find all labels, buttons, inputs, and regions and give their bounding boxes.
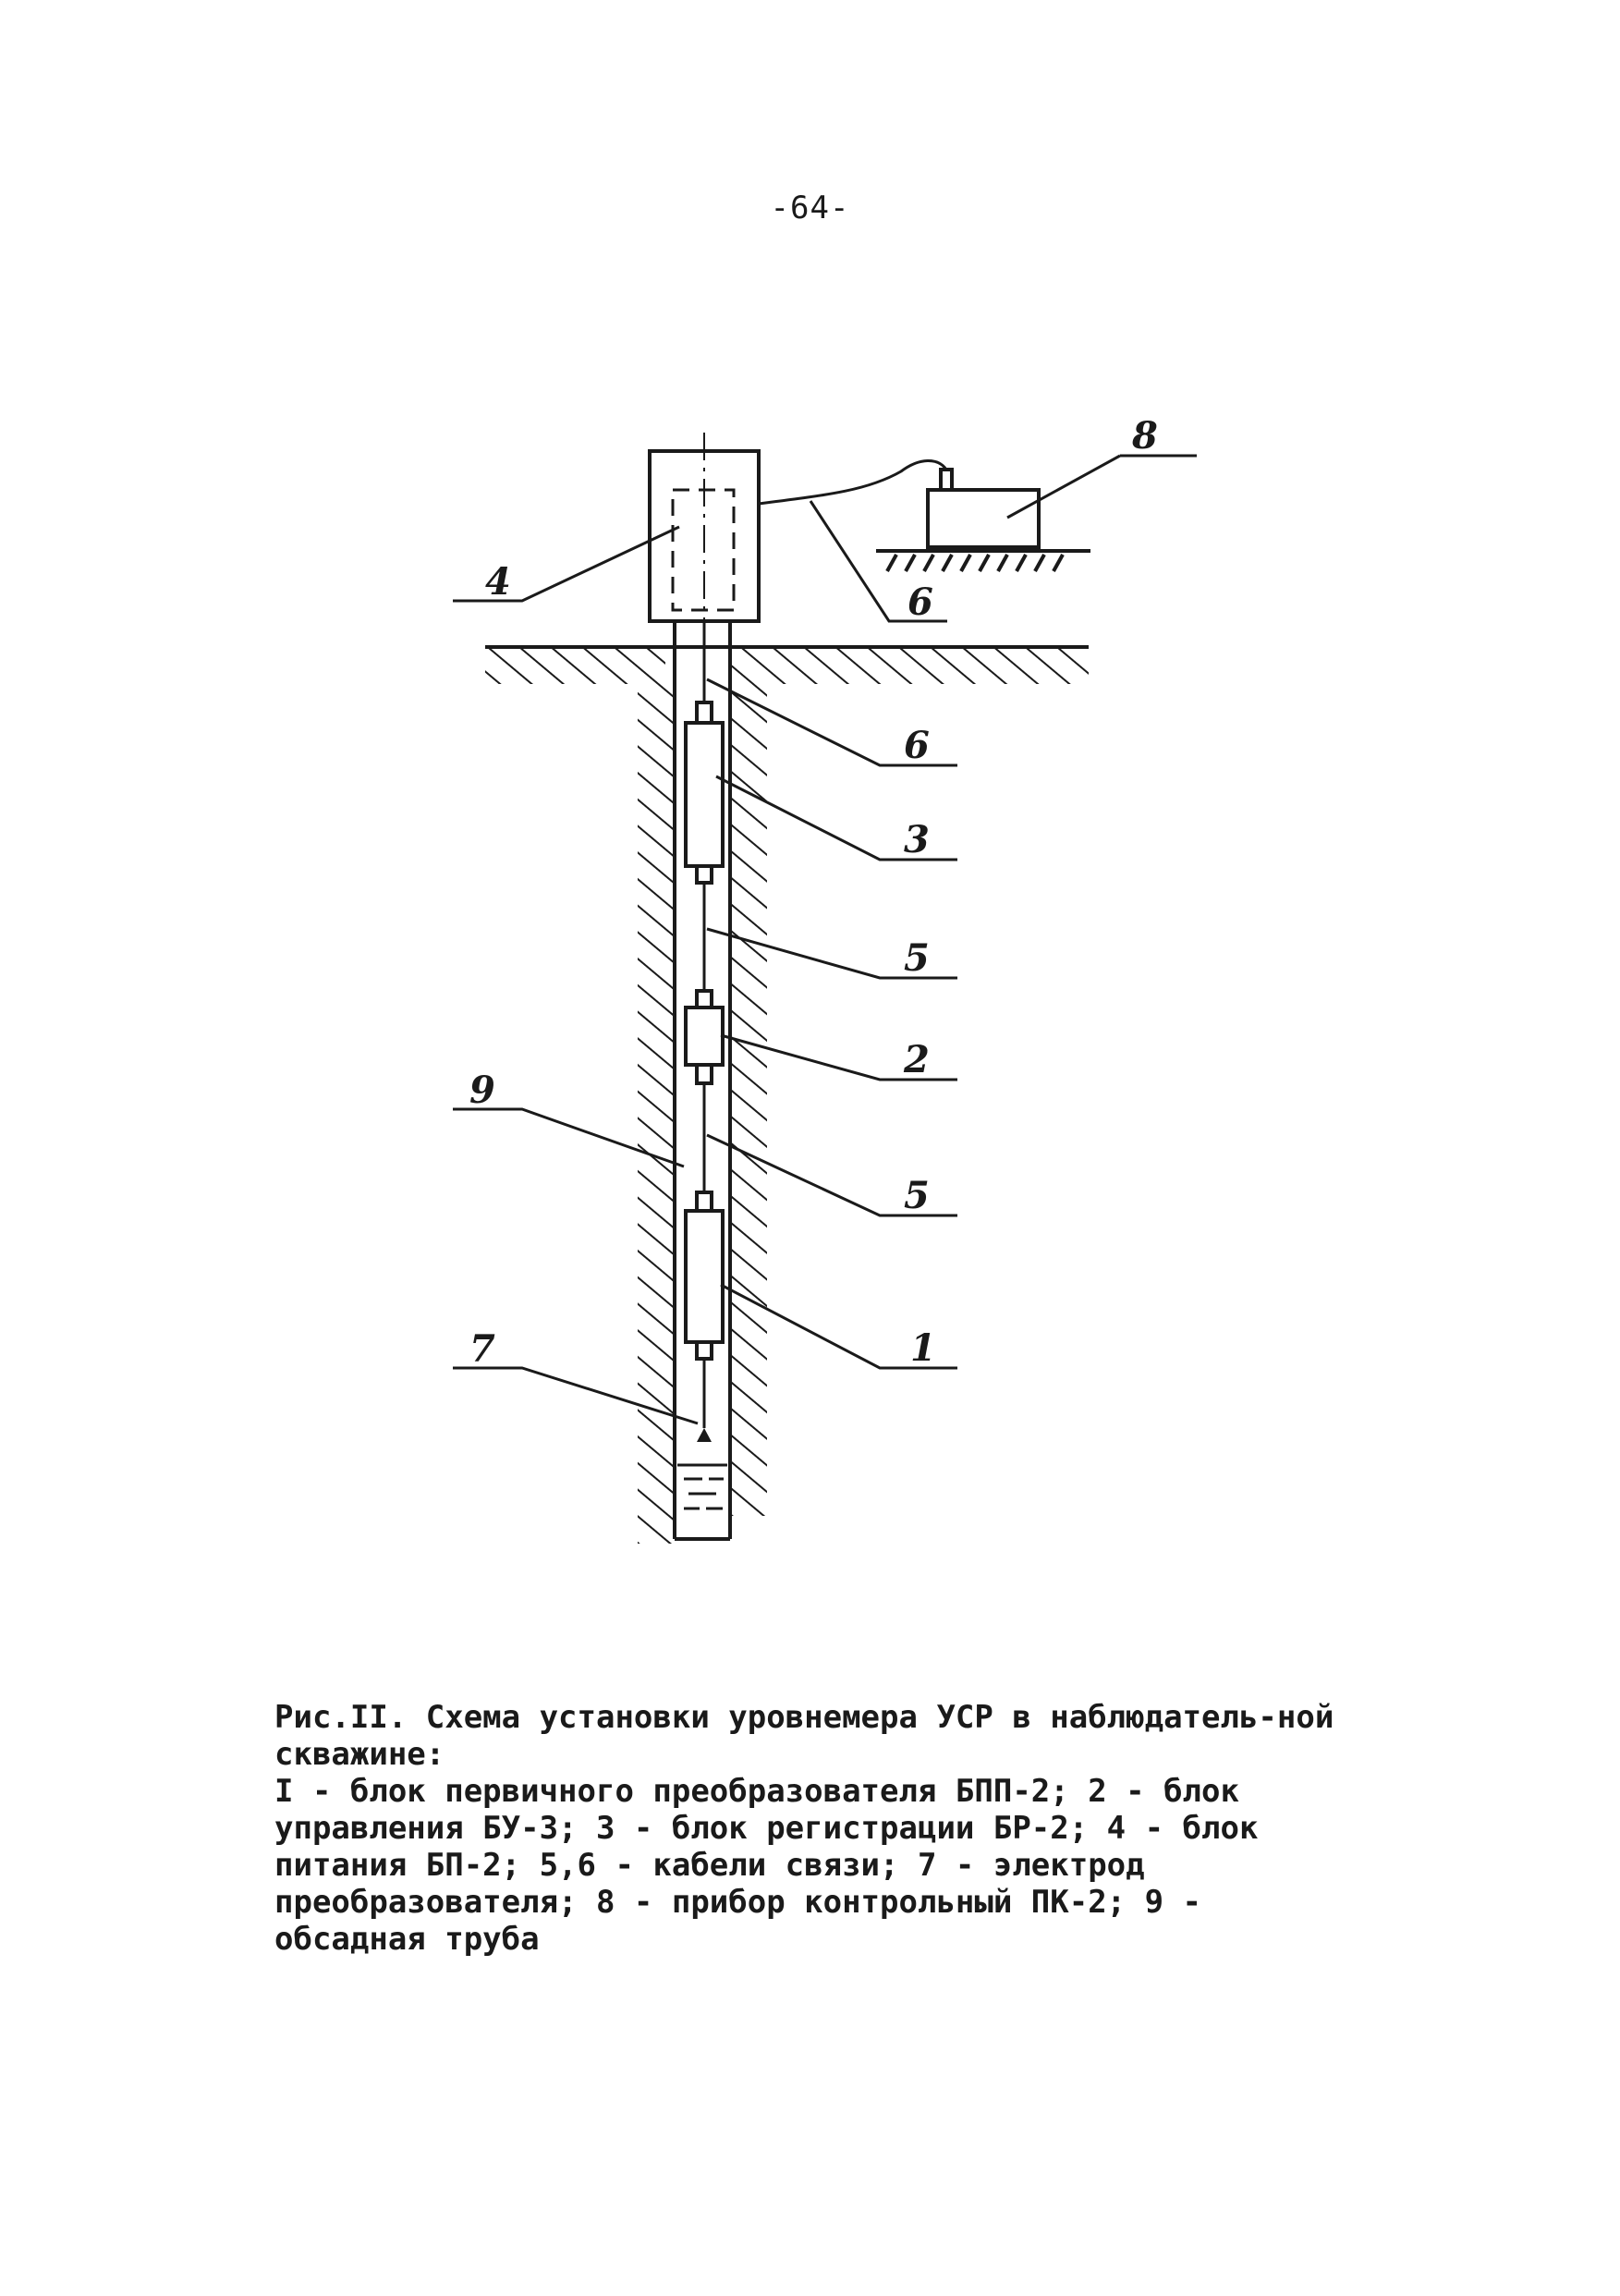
- leader-lines: [453, 454, 1197, 1425]
- control-device: [876, 468, 1090, 553]
- callout-label-2: 2: [903, 1038, 930, 1081]
- well-installation-diagram: 8 4 6 6 3 5 2 9 5 1 7: [453, 414, 1197, 1544]
- callout-label-8: 8: [1131, 414, 1158, 458]
- control-device-base-hatch: [885, 554, 1065, 572]
- leader-line-5: [706, 1133, 957, 1217]
- callout-label-1: 1: [910, 1326, 936, 1370]
- casing-pipe: [673, 621, 732, 1541]
- callout-label-6-top: 6: [907, 580, 933, 624]
- caption-legend: I - блок первичного преобразователя БПП-…: [274, 1773, 1277, 1958]
- control-block: [684, 989, 725, 1085]
- surface-cable: [758, 459, 948, 506]
- water-level: [677, 1463, 727, 1510]
- leader-line-3: [715, 775, 957, 861]
- leader-line-8-diag: [1006, 454, 1121, 519]
- figure-caption: Рис.II. Схема установки уровнемера УСР в…: [274, 1699, 1337, 1958]
- borehole-wall-right: [730, 684, 767, 1516]
- leader-line-5-top: [706, 927, 957, 980]
- leader-line-6: [706, 678, 957, 767]
- callout-label-5: 5: [904, 1174, 930, 1217]
- callout-label-9: 9: [469, 1069, 495, 1112]
- electrode: [697, 1428, 712, 1442]
- leader-line-1: [720, 1283, 957, 1370]
- callout-label-5-top: 5: [904, 936, 930, 980]
- callout-label-3: 3: [904, 818, 930, 861]
- caption-title: Рис.II. Схема установки уровнемера УСР в…: [274, 1699, 1353, 1773]
- primary-converter-block: [684, 1191, 725, 1361]
- leader-line-7: [453, 1366, 699, 1425]
- ground-surface: [485, 645, 1089, 684]
- callout-label-7: 7: [469, 1327, 495, 1371]
- page-number: -64-: [770, 189, 850, 226]
- leader-line-9: [453, 1107, 685, 1168]
- leader-line-2: [720, 1033, 957, 1081]
- callout-label-4: 4: [485, 560, 511, 604]
- registration-block: [684, 701, 725, 885]
- borehole-wall-left: [638, 684, 675, 1544]
- leader-line-6-top: [809, 500, 947, 623]
- callout-label-6: 6: [904, 724, 930, 767]
- leader-line-4: [453, 525, 680, 603]
